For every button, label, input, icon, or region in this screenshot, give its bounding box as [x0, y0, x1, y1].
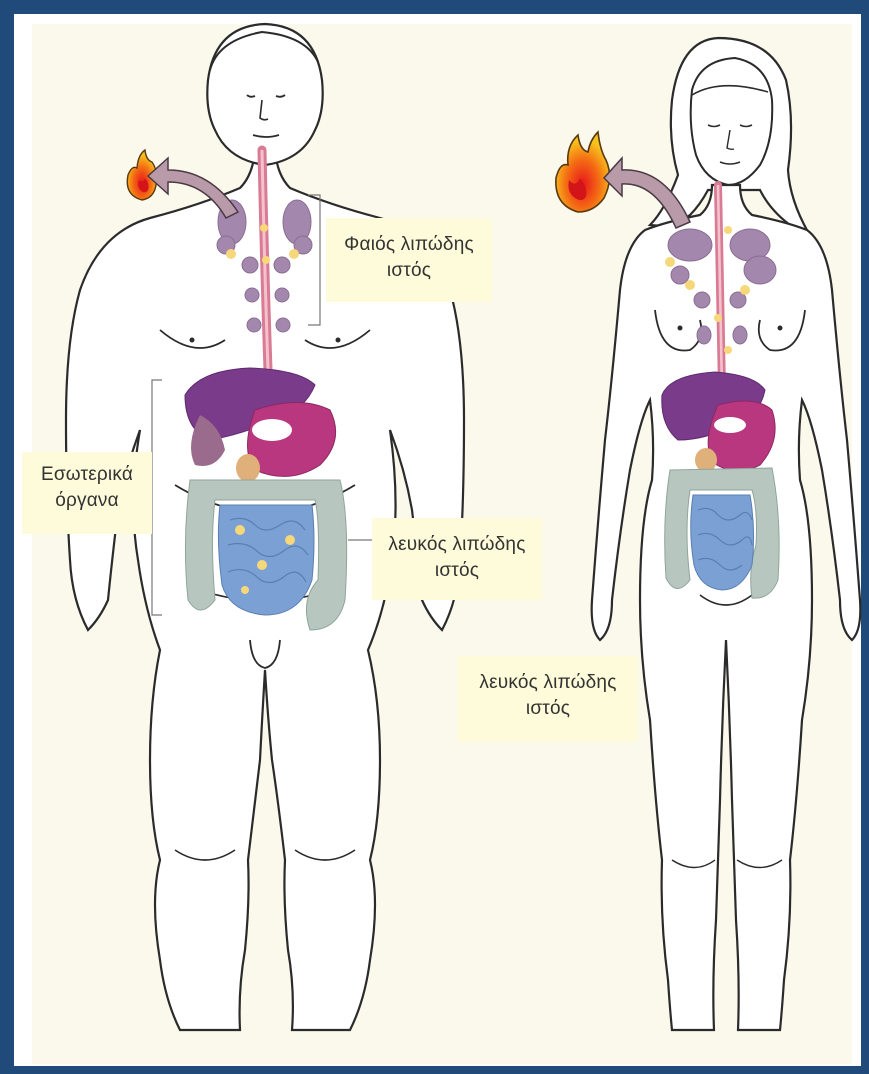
male-small-intestine: [218, 505, 314, 615]
flame-icon: [556, 132, 610, 212]
female-organs: [662, 372, 779, 598]
label-white-fat-female: λευκός λιπώδης ιστός: [458, 656, 638, 742]
female-figure: [556, 38, 860, 1030]
label-internal-organs-line2: όργανα: [22, 488, 152, 514]
label-white-fat-male: λευκός λιπώδης ιστός: [372, 518, 542, 600]
label-white-fat-male-line1: λευκός λιπώδης: [372, 532, 542, 558]
label-internal-organs-line1: Εσωτερικά: [22, 462, 152, 488]
label-brown-fat-line2: ιστός: [326, 258, 492, 284]
label-internal-organs: Εσωτερικά όργανα: [22, 452, 152, 534]
female-body-outline: [592, 185, 861, 1030]
label-brown-fat: Φαιός λιπώδης ιστός: [326, 218, 492, 302]
label-white-fat-male-line2: ιστός: [372, 558, 542, 584]
label-white-fat-female-line2: ιστός: [458, 696, 638, 722]
label-brown-fat-line1: Φαιός λιπώδης: [326, 232, 492, 258]
male-organs: [185, 368, 347, 630]
label-white-fat-female-line1: λευκός λιπώδης: [458, 670, 638, 696]
female-head: [691, 58, 773, 185]
